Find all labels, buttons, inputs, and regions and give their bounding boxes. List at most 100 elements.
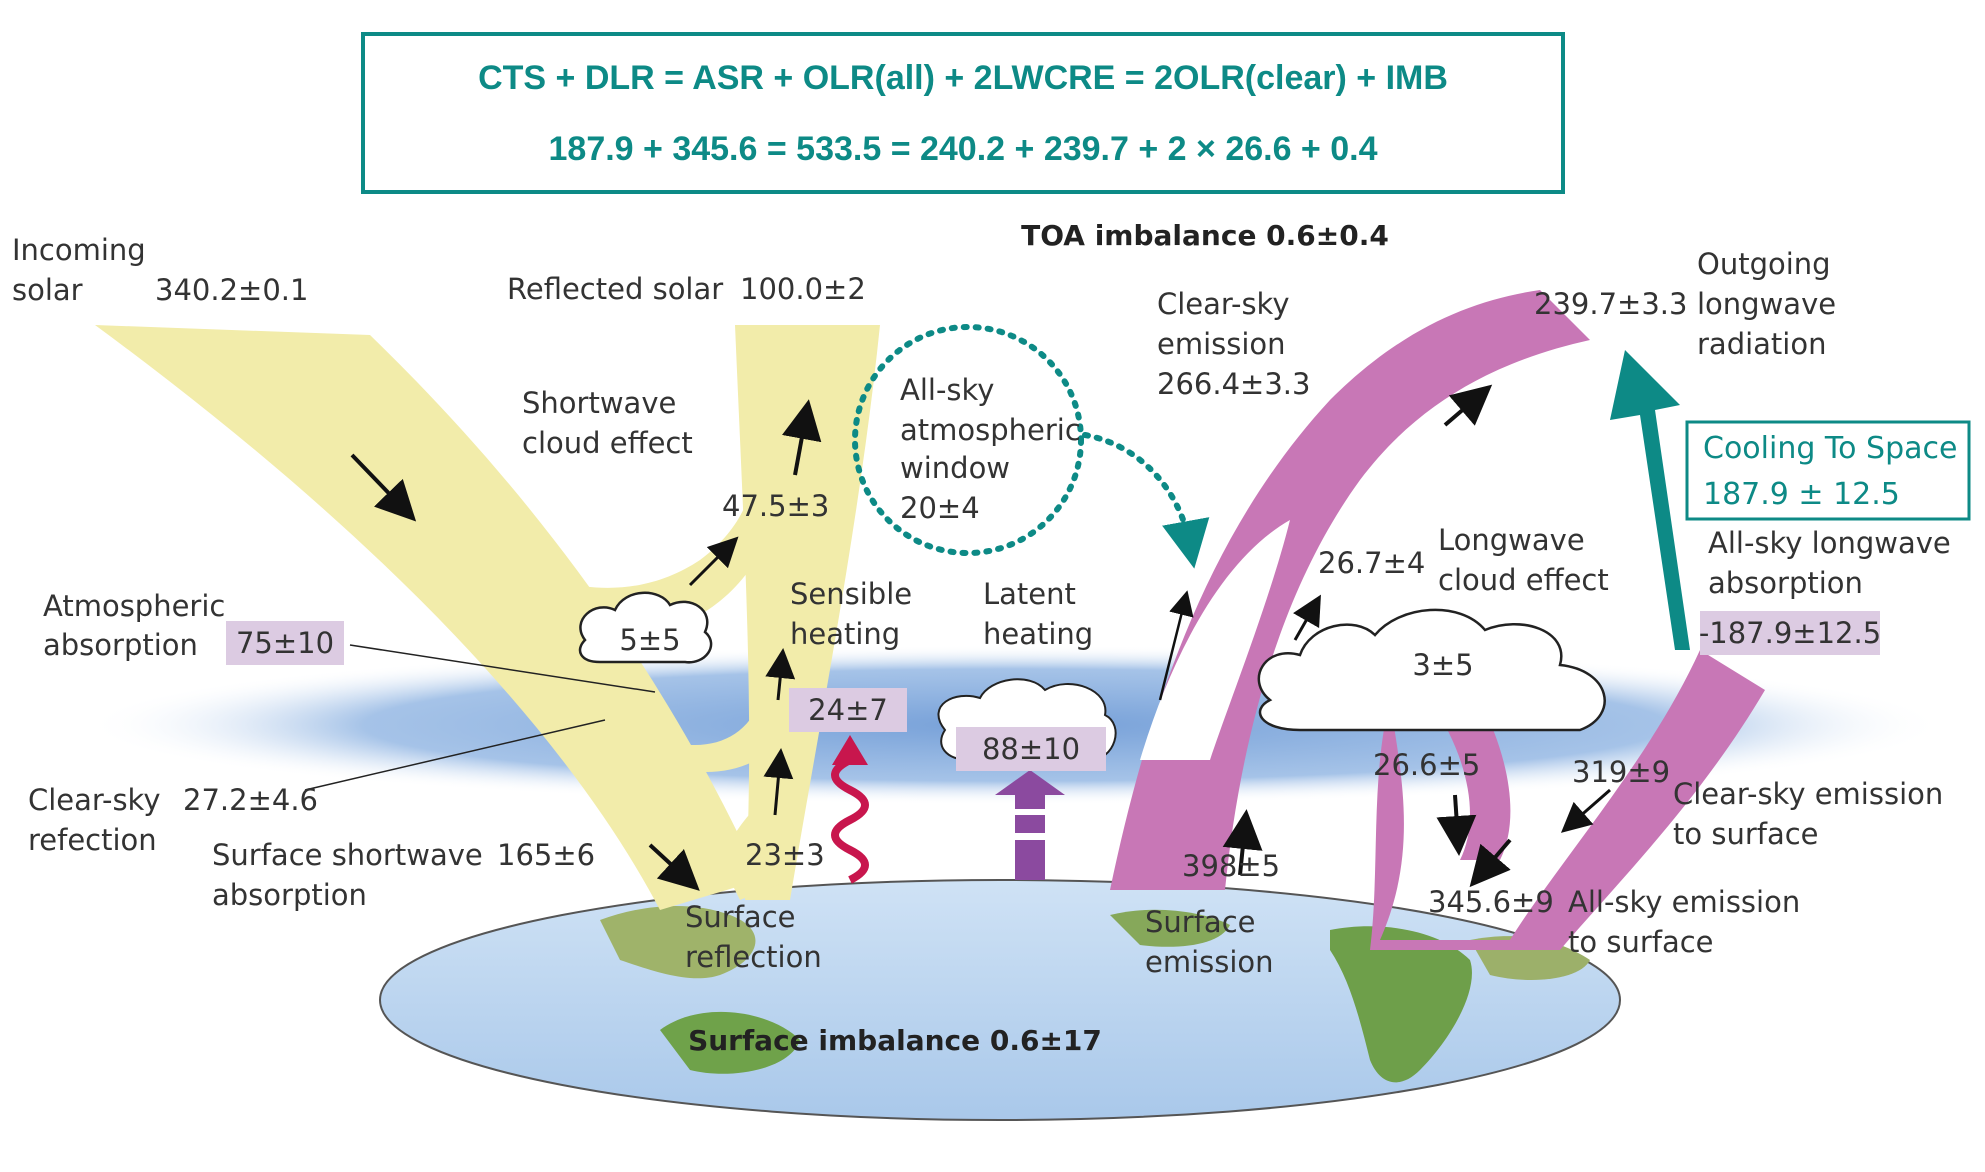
clear-emission-value: 266.4±3.3 <box>1157 367 1310 401</box>
lw-cloud-value: 26.7±4 <box>1318 546 1425 580</box>
window-label-3: window <box>900 451 1010 485</box>
clear-to-surface-label-1: Clear-sky emission <box>1673 777 1943 811</box>
sensible-value: 24±7 <box>808 693 888 727</box>
window-label-2: atmospheric <box>900 413 1081 447</box>
atmos-abs-label-2: absorption <box>43 628 198 662</box>
surf-refl-value: 23±3 <box>745 838 825 872</box>
cts-box <box>1685 420 1971 521</box>
sw-cloud-label-2: cloud effect <box>522 426 693 460</box>
sw-cloud-label-1: Shortwave <box>522 386 676 420</box>
cooling-to-space-arrow <box>1610 350 1690 650</box>
lw-abs-box <box>1700 611 1880 655</box>
sw-arrow-5 <box>763 748 794 816</box>
lw-abs-label-2: absorption <box>1708 566 1863 600</box>
clear-emission-label-2: emission <box>1157 327 1286 361</box>
lw-cloud-label-2: cloud effect <box>1438 563 1609 597</box>
earth-globe <box>379 879 1621 1121</box>
reflected-value: 100.0±2 <box>740 272 866 306</box>
window-dotted-arrow <box>1082 432 1210 569</box>
atmos-abs-box <box>226 621 344 665</box>
olr-label-2: longwave <box>1697 287 1836 321</box>
clear-emission-label-1: Clear-sky <box>1157 287 1289 321</box>
cloud-reflection-branch <box>470 460 790 636</box>
reflected-label: Reflected solar <box>507 272 723 306</box>
surf-emission-label-1: Surface <box>1145 905 1255 939</box>
incoming-label-1: Incoming <box>12 233 146 267</box>
allsky-surface-label-1: All-sky emission <box>1568 885 1800 919</box>
window-outgoing-beam <box>1140 520 1290 760</box>
value-319: 319±9 <box>1572 755 1670 789</box>
lw-arrow-up-3 <box>1158 590 1194 701</box>
window-value: 20±4 <box>900 491 980 525</box>
latent-label-1: Latent <box>983 577 1076 611</box>
atmospheric-window-circle <box>852 324 1084 556</box>
clear-refl-label-2: refection <box>28 823 157 857</box>
cloud-lw-value: 3±5 <box>1412 648 1473 682</box>
lw-arrow-up-2 <box>1443 384 1493 427</box>
atmos-abs-pointer <box>349 644 656 693</box>
lw-abs-value: -187.9±12.5 <box>1699 616 1881 650</box>
allsky-surface-value: 345.6±9 <box>1428 885 1554 919</box>
olr-label-1: Outgoing <box>1697 247 1831 281</box>
lw-abs-label-1: All-sky longwave <box>1708 526 1951 560</box>
olr-value: 239.7±3.3 <box>1534 287 1687 321</box>
value-26-6: 26.6±5 <box>1373 748 1480 782</box>
surface-imbalance: Surface imbalance 0.6±17 <box>688 1024 1102 1057</box>
latent-label-2: heating <box>983 617 1093 651</box>
clear-refl-label-1: Clear-sky <box>28 783 160 817</box>
equation-line1: CTS + DLR = ASR + OLR(all) + 2LWCRE = 2O… <box>478 59 1448 97</box>
sw-cloud-value: 47.5±3 <box>722 489 829 523</box>
cloud-downward-branch <box>1430 700 1511 860</box>
lw-arrow-down-1 <box>1436 794 1477 856</box>
sw-arrow-2 <box>782 399 822 476</box>
surface-reflection-branch <box>720 790 790 900</box>
surf-sw-value: 165±6 <box>497 838 595 872</box>
clear-refl-value: 27.2±4.6 <box>183 783 318 817</box>
lw-arrow-up-1 <box>1222 809 1263 876</box>
equation-box <box>361 32 1565 194</box>
longwave-cloud <box>1257 608 1606 732</box>
lw-arrow-down-2 <box>1469 838 1512 888</box>
surf-sw-label-2: absorption <box>212 878 367 912</box>
incoming-solar-beam <box>95 325 760 910</box>
cts-value: 187.9 ± 12.5 <box>1703 477 1900 512</box>
cts-label: Cooling To Space <box>1703 431 1957 466</box>
cloud-sw-value: 5±5 <box>619 623 680 657</box>
sensible-heating-arrowhead <box>832 735 868 765</box>
surf-refl-label-1: Surface <box>685 900 795 934</box>
sw-arrow-4 <box>688 536 739 587</box>
incoming-label-2: solar <box>12 273 83 307</box>
sw-arrow-3 <box>648 843 700 891</box>
clear-to-surface-label-2: to surface <box>1673 817 1819 851</box>
latent-heating-arrow <box>995 770 1065 880</box>
clear-reflection-branch <box>600 700 790 773</box>
sensible-box <box>789 688 907 732</box>
window-label-1: All-sky <box>900 373 994 407</box>
latent-value: 88±10 <box>982 732 1080 766</box>
toa-imbalance: TOA imbalance 0.6±0.4 <box>1021 219 1389 252</box>
lw-arrow-down-3 <box>1560 788 1611 833</box>
olr-label-3: radiation <box>1697 327 1826 361</box>
lw-arrow-up-4 <box>1293 594 1321 641</box>
surf-emission-value: 398±5 <box>1182 849 1280 883</box>
back-radiation-beam <box>1370 650 1765 950</box>
incoming-value: 340.2±0.1 <box>155 273 308 307</box>
sensible-label-2: heating <box>790 617 900 651</box>
sensible-heating-arrow <box>831 756 869 884</box>
atmos-abs-value: 75±10 <box>236 626 334 660</box>
allsky-surface-label-2: to surface <box>1568 925 1714 959</box>
lw-cloud-label-1: Longwave <box>1438 523 1585 557</box>
surf-emission-label-2: emission <box>1145 945 1274 979</box>
equation-line2: 187.9 + 345.6 = 533.5 = 240.2 + 239.7 + … <box>549 130 1378 168</box>
sw-arrow-1 <box>350 453 417 522</box>
clear-refl-pointer <box>304 719 606 791</box>
surf-sw-label-1: Surface shortwave <box>212 838 483 872</box>
surface-emission-beam <box>1110 290 1590 890</box>
atmos-abs-label-1: Atmospheric <box>43 589 225 623</box>
sw-arrow-6 <box>765 648 796 701</box>
shortwave-cloud <box>578 591 713 664</box>
surf-refl-label-2: reflection <box>685 940 822 974</box>
latent-box <box>956 727 1106 771</box>
sensible-label-1: Sensible <box>790 577 912 611</box>
